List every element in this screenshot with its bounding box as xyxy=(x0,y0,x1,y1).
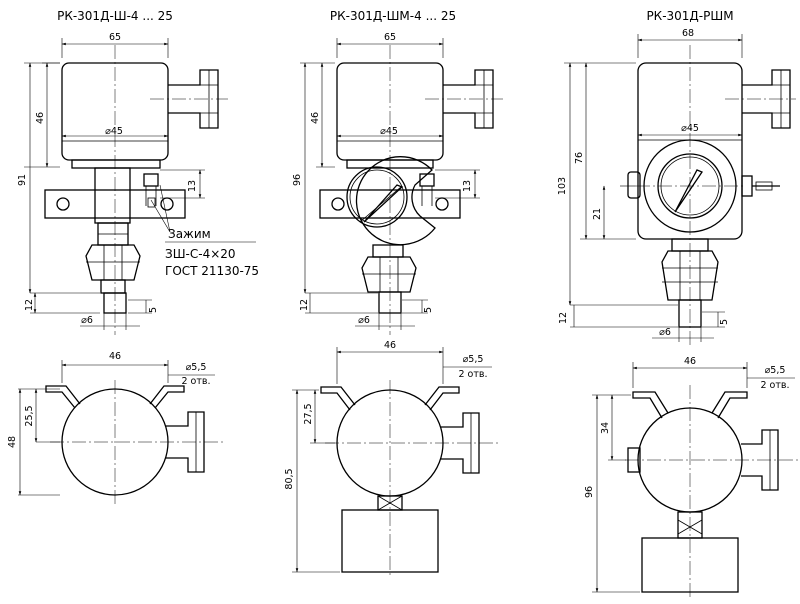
view-1-plan-holes-note: 2 отв. xyxy=(181,376,210,387)
view-2-bolt-len-dim: 5 xyxy=(423,307,434,313)
view-1-nipple-dia-dim: ⌀6 xyxy=(81,315,93,326)
view-1-plan-full-height-dim: 48 xyxy=(7,436,18,448)
view-3-body-height-dim: 76 xyxy=(574,152,585,164)
view-2-title: РК-301Д-ШМ-4 ... 25 xyxy=(330,9,456,23)
view-2-nipple-height-dim: 12 xyxy=(299,299,310,311)
view-3-plan-holes-note: 2 отв. xyxy=(760,380,789,391)
view-1-total-height-dim: 91 xyxy=(17,174,28,186)
view-2-front-elevation: 65 46 96 ⌀45 13 12 5 ⌀6 xyxy=(292,32,503,335)
view-2-plan-hole-dia-dim: ⌀5,5 xyxy=(463,354,484,365)
clamp-spec-line1: ЗШ-С-4×20 xyxy=(165,247,236,261)
view-3-width-dim: 68 xyxy=(682,28,694,39)
view-1-width-dim: 65 xyxy=(109,32,121,43)
view-3-bolt-len-dim: 5 xyxy=(719,319,730,325)
view-1-side-height-dim: 13 xyxy=(187,180,198,192)
view-1-bolt-len-dim: 5 xyxy=(148,307,159,313)
view-1-front-elevation: 65 46 91 ⌀45 13 12 5 ⌀6 xyxy=(17,32,228,335)
view-1-body-height-dim: 46 xyxy=(35,112,46,124)
view-1-plan-hole-dia-dim: ⌀5,5 xyxy=(186,362,207,373)
view-2-plan-view: 46 ⌀5,5 2 отв. 27,5 80,5 xyxy=(284,340,500,575)
view-3-side-height-dim: 21 xyxy=(592,208,603,220)
view-2-gauge-dia-dim: ⌀45 xyxy=(380,126,398,137)
view-1-plan-half-height-dim: 25,5 xyxy=(24,405,35,426)
view-3-plan-half-height-dim: 34 xyxy=(600,422,611,434)
view-2-width-dim: 65 xyxy=(384,32,396,43)
view-3-nipple-dia-dim: ⌀6 xyxy=(659,327,671,338)
view-2-plan-half-height-dim: 27,5 xyxy=(303,403,314,424)
view-3-title: РК-301Д-РШМ xyxy=(646,9,733,23)
view-3-front-elevation: 68 76 103 21 ⌀45 12 5 ⌀6 xyxy=(557,28,796,345)
view-2-plan-full-height-dim: 80,5 xyxy=(284,468,295,489)
view-1-nipple-height-dim: 12 xyxy=(24,299,35,311)
view-1-plan-hole-span-dim: 46 xyxy=(109,351,121,362)
view-2-plan-holes-note: 2 отв. xyxy=(458,369,487,380)
view-3-plan-hole-dia-dim: ⌀5,5 xyxy=(765,365,786,376)
view-2-nipple-dia-dim: ⌀6 xyxy=(358,315,370,326)
view-1-gauge-dia-dim: ⌀45 xyxy=(105,126,123,137)
view-3-gauge-dia-dim: ⌀45 xyxy=(681,123,699,134)
view-2-side-height-dim: 13 xyxy=(462,180,473,192)
view-2-body-height-dim: 46 xyxy=(310,112,321,124)
view-3-plan-hole-span-dim: 46 xyxy=(684,356,696,367)
view-2-plan-hole-span-dim: 46 xyxy=(384,340,396,351)
view-1-title: РК-301Д-Ш-4 ... 25 xyxy=(57,9,173,23)
clamp-callout: Зажим ЗШ-С-4×20 ГОСТ 21130-75 xyxy=(150,184,259,278)
view-3-nipple-height-dim: 12 xyxy=(558,312,569,324)
view-1-plan-view: 46 ⌀5,5 2 отв. 25,5 48 xyxy=(7,351,225,505)
clamp-spec-line2: ГОСТ 21130-75 xyxy=(165,264,259,278)
view-3-plan-view: 46 ⌀5,5 2 отв. 34 96 xyxy=(584,356,798,600)
view-3-plan-full-height-dim: 96 xyxy=(584,486,595,498)
view-3-total-height-dim: 103 xyxy=(557,177,568,195)
view-2-total-height-dim: 96 xyxy=(292,174,303,186)
clamp-label: Зажим xyxy=(168,227,211,241)
